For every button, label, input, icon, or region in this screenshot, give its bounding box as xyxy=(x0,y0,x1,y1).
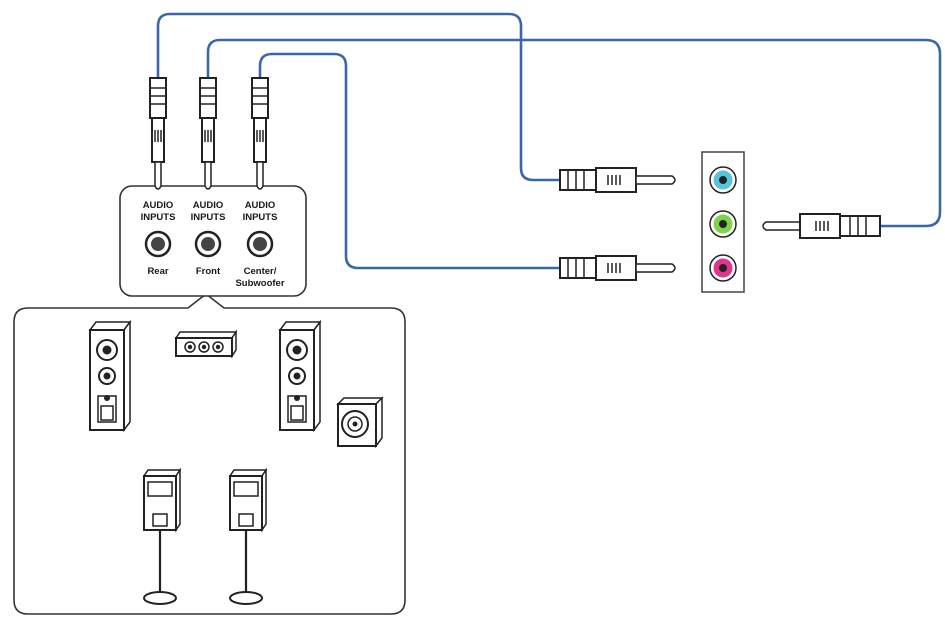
input-label-line1: AUDIO xyxy=(245,200,276,211)
input-name-front: Front xyxy=(196,266,221,277)
audio-plug-icon xyxy=(559,255,676,281)
subwoofer-icon xyxy=(336,396,384,449)
speaker-tower-icon xyxy=(278,319,322,433)
audio-plug-icon xyxy=(762,213,881,239)
input-group-front: AUDIO INPUTS Front xyxy=(191,200,226,277)
audio-jack-panel xyxy=(701,151,745,293)
audio-jack-icon[interactable] xyxy=(194,230,222,258)
input-group-rear: AUDIO INPUTS Rear xyxy=(141,200,176,277)
input-label-line2: INPUTS xyxy=(141,212,176,223)
audio-jack-icon[interactable] xyxy=(709,166,737,194)
audio-jack-icon[interactable] xyxy=(144,230,172,258)
audio-plug-icon xyxy=(559,167,676,193)
audio-plug-icon xyxy=(251,77,269,190)
audio-jack-icon[interactable] xyxy=(709,254,737,282)
audio-jack-icon[interactable] xyxy=(709,210,737,238)
satellite-speaker-icon xyxy=(142,467,182,605)
cables xyxy=(156,12,942,270)
input-label-line2: INPUTS xyxy=(243,212,278,223)
audio-plug-icon xyxy=(149,77,167,190)
speaker-system xyxy=(13,292,406,615)
input-name-center: Center/ xyxy=(244,266,277,277)
speaker-tower-icon xyxy=(88,319,132,433)
cable-rear-to-blue-jack xyxy=(156,12,562,182)
cable-center-to-pink-jack xyxy=(258,52,562,270)
input-name-rear: Rear xyxy=(147,266,168,277)
input-label-line2: INPUTS xyxy=(191,212,226,223)
audio-jack-icon[interactable] xyxy=(246,230,274,258)
speaker-input-panel: AUDIO INPUTS Rear AUDIO INPUTS Front AUD… xyxy=(119,185,307,297)
input-name-subwoofer: Subwoofer xyxy=(235,278,284,289)
center-speaker-icon xyxy=(174,329,238,359)
input-label-line1: AUDIO xyxy=(193,200,224,211)
audio-plug-icon xyxy=(199,77,217,190)
satellite-speaker-icon xyxy=(228,467,268,605)
input-label-line1: AUDIO xyxy=(143,200,174,211)
input-group-center-subwoofer: AUDIO INPUTS Center/ Subwoofer xyxy=(235,200,284,289)
cable-front-to-green-jack xyxy=(206,38,942,228)
